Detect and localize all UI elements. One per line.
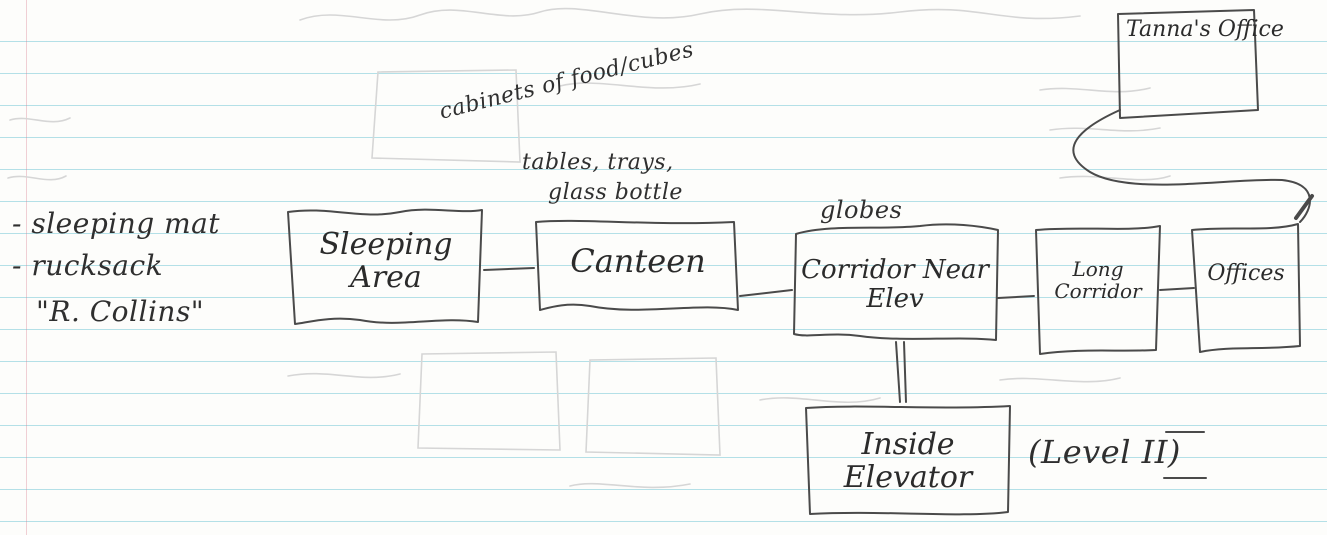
corridor-box xyxy=(793,223,999,341)
inside-elevator-box xyxy=(805,405,1011,516)
corridor-label: Corridor Near Elev xyxy=(801,255,989,314)
offices-box xyxy=(1191,223,1301,353)
margin-line xyxy=(26,0,27,535)
sleeping-note-mat: - sleeping mat xyxy=(12,207,221,240)
canteen-label: Canteen xyxy=(570,242,706,280)
canteen-note-bottle: glass bottle xyxy=(548,180,683,205)
sleeping-note-name: "R. Collins" xyxy=(36,295,205,328)
connector-long-offices xyxy=(1159,287,1195,291)
connector-canteen-corridor xyxy=(739,289,793,297)
sleeping-note-rucksack: - rucksack xyxy=(12,249,164,282)
connector-corridor-elevator xyxy=(895,341,901,403)
canteen-note-tables: tables, trays, xyxy=(522,150,674,175)
connector-corridor-elevator-2 xyxy=(903,341,907,403)
long-corridor-box xyxy=(1035,225,1161,355)
connector-tanna-offices xyxy=(1072,109,1311,223)
offices-label: Offices xyxy=(1207,261,1285,286)
sleeping-area-label: Sleeping Area xyxy=(319,227,453,295)
tannas-office-label: Tanna's Office xyxy=(1126,17,1284,42)
long-corridor-label: Long Corridor xyxy=(1054,257,1142,303)
sleeping-area-box xyxy=(287,208,483,325)
inside-elevator-label: Inside Elevator xyxy=(843,427,973,495)
canteen-box xyxy=(535,219,739,311)
level-label: (Level II) xyxy=(1028,433,1181,471)
tannas-office-box xyxy=(1117,9,1259,119)
pencil-scribble xyxy=(1294,194,1314,220)
corridor-note-globes: globes xyxy=(820,196,903,224)
connector-corridor-long xyxy=(997,295,1035,299)
connector-sleeping-canteen xyxy=(483,267,535,271)
